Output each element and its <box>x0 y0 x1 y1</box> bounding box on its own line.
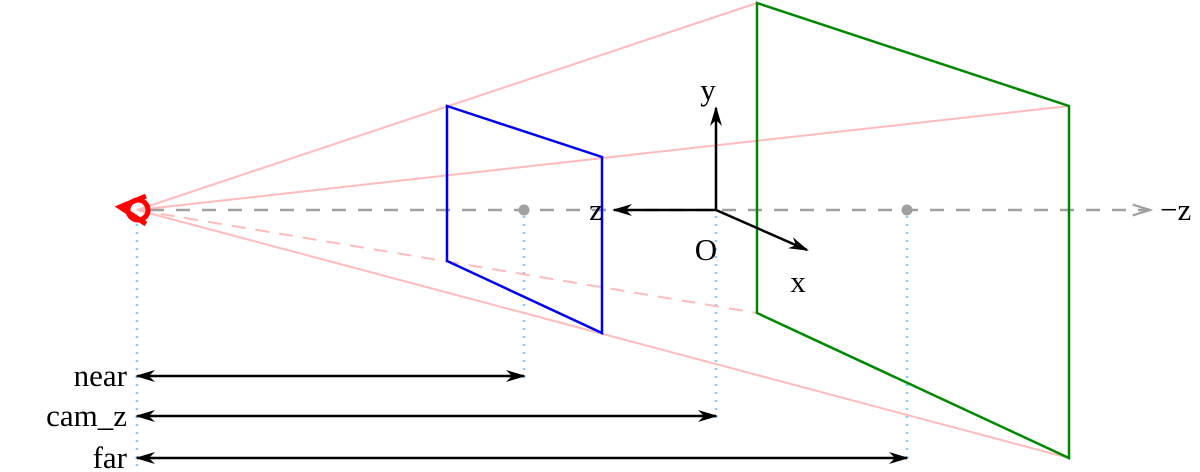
x-axis-arrow <box>715 208 809 252</box>
coordinate-axes <box>612 106 809 252</box>
near-plane <box>445 104 604 335</box>
far-plane <box>755 1 1071 460</box>
near-point <box>518 204 530 216</box>
guide-lines <box>135 216 909 466</box>
eye-camera-icon <box>114 193 151 227</box>
cam-z-label: cam_z <box>46 398 127 433</box>
far-point <box>901 204 913 216</box>
near-label: near <box>74 358 128 393</box>
distance-arrows <box>135 370 909 464</box>
far-label: far <box>93 440 128 472</box>
origin-label: O <box>695 232 717 267</box>
y-axis-label: y <box>700 72 716 107</box>
neg-z-label: −z <box>1160 192 1191 227</box>
x-axis-label: x <box>790 264 806 299</box>
z-axis-label: z <box>589 192 603 227</box>
